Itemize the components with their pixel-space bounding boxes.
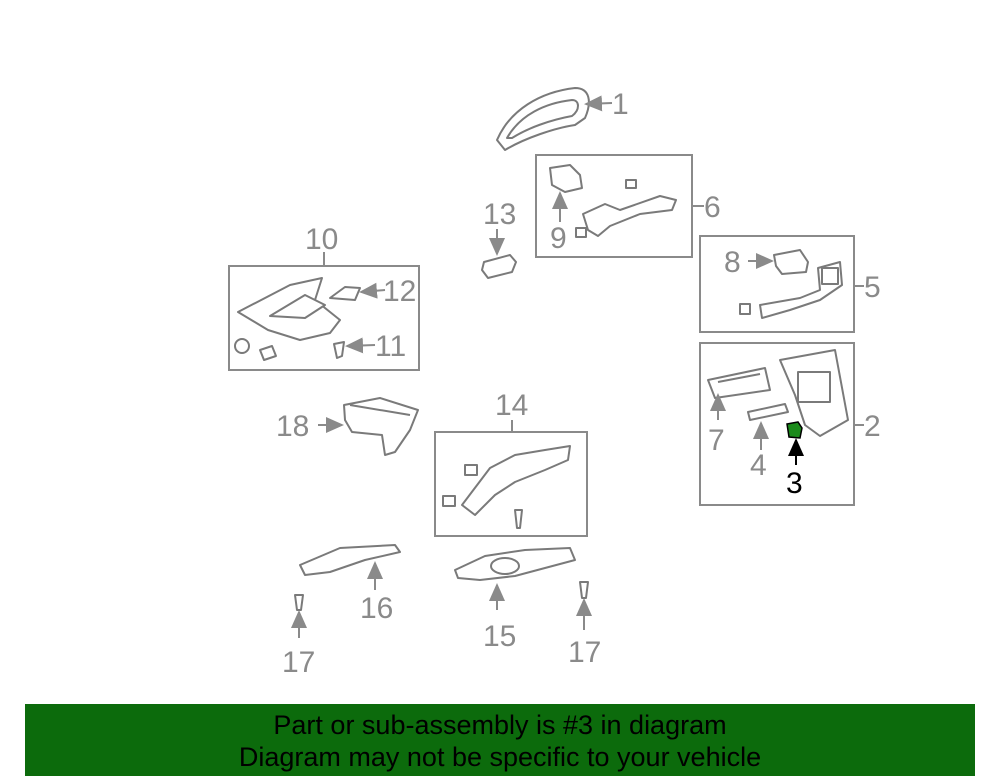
callout-2: 2	[864, 410, 881, 443]
callout-11: 11	[375, 330, 406, 363]
callout-9: 9	[550, 222, 567, 255]
part-13-clip: 13	[481, 198, 517, 279]
callout-8: 8	[724, 246, 741, 279]
callout-16: 16	[360, 592, 393, 625]
box-part-5: 8 5	[699, 235, 881, 333]
callout-3: 3	[786, 467, 803, 500]
box-part-14: 14	[434, 389, 588, 537]
part-17-screw-left: 17	[282, 594, 315, 679]
callout-7: 7	[708, 424, 725, 457]
box-part-10: 12 11 10	[228, 223, 420, 371]
banner-line-2: Diagram may not be specific to your vehi…	[238, 742, 762, 772]
info-banner: Part or sub-assembly is #3 in diagram Di…	[25, 704, 975, 776]
callout-5: 5	[864, 271, 881, 304]
callout-10: 10	[305, 223, 338, 256]
part-17-screw-right: 17	[568, 581, 601, 669]
box-part-6: 9 6	[535, 154, 721, 258]
part-3-highlighted	[786, 421, 803, 439]
callout-17b: 17	[568, 636, 601, 669]
callout-17a: 17	[282, 646, 315, 679]
callout-6: 6	[704, 191, 721, 224]
callout-12: 12	[383, 275, 416, 308]
banner-line-1: Part or sub-assembly is #3 in diagram	[273, 710, 727, 740]
callout-15: 15	[483, 620, 516, 653]
part-15-console-trim: 15	[454, 547, 576, 653]
callout-4: 4	[750, 449, 767, 482]
part-1-cluster-bezel: 1	[496, 87, 629, 151]
callout-14: 14	[495, 389, 528, 422]
box-part-2: 7 4 3 2	[699, 342, 881, 506]
callout-1: 1	[612, 88, 629, 121]
callout-18: 18	[276, 410, 309, 443]
callout-13: 13	[483, 198, 516, 231]
part-18-bracket: 18	[276, 397, 419, 456]
part-16-panel: 16	[299, 544, 401, 625]
